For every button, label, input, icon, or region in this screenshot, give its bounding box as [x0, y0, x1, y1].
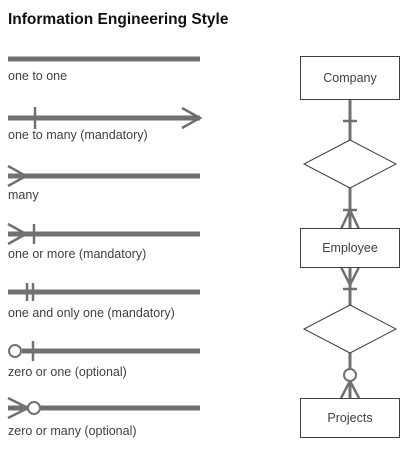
entity-box-company [300, 56, 400, 100]
legend-label-one-to-one: one to one [8, 69, 68, 83]
entity-employee-label: Employee [322, 241, 378, 255]
entity-box-projects [300, 398, 400, 438]
notation-zero-or-many-optional [7, 396, 200, 420]
notation-one-or-more-mandatory [7, 222, 200, 246]
legend-label-zero-or-many-optional: zero or many (optional) [8, 424, 137, 438]
legend-label-one-and-only-one-mandatory: one and only one (mandatory) [8, 306, 175, 320]
notation-many [7, 164, 200, 188]
notation-one-to-many-mandatory [8, 106, 203, 130]
relationship-diamond-employee-projects [302, 304, 398, 354]
entity-box-employee [300, 228, 400, 268]
legend-label-many: many [8, 188, 39, 202]
legend-label-zero-or-one-optional: zero or one (optional) [8, 365, 127, 379]
legend-label-one-to-many-mandatory: one to many (mandatory) [8, 128, 148, 142]
legend-label-one-or-more-mandatory: one or more (mandatory) [8, 247, 147, 261]
notation-zero-or-one-optional [8, 341, 200, 361]
entity-projects-label: Projects [327, 411, 372, 425]
diagram-title: Information Engineering Style [8, 11, 229, 28]
notation-one-and-only-one-mandatory [8, 283, 200, 301]
relationship-diamond-company-employee [302, 139, 398, 189]
entity-company-label: Company [323, 71, 377, 85]
